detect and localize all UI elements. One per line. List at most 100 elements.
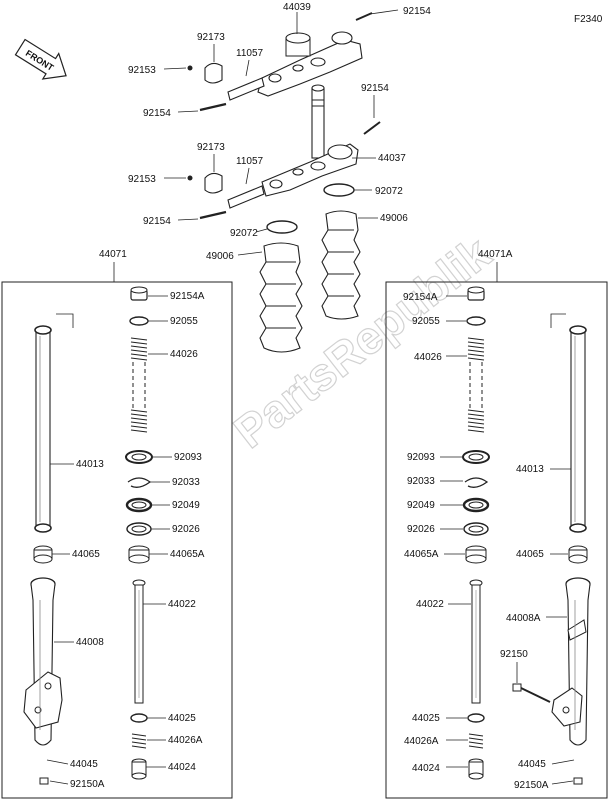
label-box-44071: 44071 — [99, 249, 127, 260]
label-92072-a: 92072 — [375, 186, 403, 197]
label-92049-right: 92049 — [407, 500, 435, 511]
label-44065-right: 44065 — [516, 549, 544, 560]
washer-92026-right — [463, 522, 489, 536]
lower-bracket-44037 — [261, 143, 359, 197]
label-44039: 44039 — [283, 2, 311, 13]
seal-92049-right — [462, 497, 490, 513]
bushing-44065A-left — [128, 545, 150, 564]
label-92093-left: 92093 — [174, 452, 202, 463]
diagram-code: F2340 — [574, 14, 603, 25]
ring-44025-left — [130, 713, 148, 723]
ring-44025-right — [467, 713, 485, 723]
label-44026-left: 44026 — [170, 349, 198, 360]
circlip-92033-right — [464, 477, 489, 488]
label-92026-right: 92026 — [407, 524, 435, 535]
label-44013-right: 44013 — [516, 464, 544, 475]
clamp-92173-upper — [204, 62, 223, 84]
bushing-44065A-right — [465, 545, 487, 564]
seal-92093-right — [462, 450, 490, 464]
spring-44026-right — [467, 337, 485, 433]
cap-bolt-92154A-left — [130, 286, 148, 301]
label-44026A-left: 44026A — [168, 735, 203, 746]
clamp-92173-lower — [204, 172, 223, 194]
label-92154-a: 92154 — [143, 108, 171, 119]
label-44065A-left: 44065A — [170, 549, 205, 560]
label-92072-b: 92072 — [230, 228, 258, 239]
label-92093-right: 92093 — [407, 452, 435, 463]
label-44024-left: 44024 — [168, 762, 196, 773]
bolt-92150A-right — [573, 777, 583, 785]
plate-11057-lower — [227, 185, 265, 209]
label-92154-c: 92154 — [143, 216, 171, 227]
spring-44026A-right — [468, 733, 484, 749]
clamp-92072-b — [266, 220, 298, 234]
label-92055-left: 92055 — [170, 316, 198, 327]
damper-rod-44022-right — [469, 579, 483, 704]
label-11057-b: 11057 — [236, 156, 264, 167]
piece-44024-right — [468, 758, 484, 780]
outer-tube-44013-right — [569, 325, 587, 533]
upper-bracket-44039 — [257, 31, 363, 97]
label-44025-left: 44025 — [168, 713, 196, 724]
clamp-92072-a — [323, 183, 355, 197]
label-92154-top: 92154 — [403, 6, 431, 17]
label-92026-left: 92026 — [172, 524, 200, 535]
fork-boot-49006-left — [259, 242, 303, 353]
bolt-92150-right — [512, 683, 551, 703]
outer-tube-44013-left — [34, 325, 52, 533]
label-92033-right: 92033 — [407, 476, 435, 487]
box-44071 — [1, 281, 233, 799]
lower-fork-44008A — [551, 577, 591, 746]
label-44045-right: 44045 — [518, 759, 546, 770]
label-44025-right: 44025 — [412, 713, 440, 724]
label-92033-left: 92033 — [172, 477, 200, 488]
label-92150-right: 92150 — [500, 649, 528, 660]
spring-44026-left — [130, 337, 148, 433]
label-92154-b: 92154 — [361, 83, 389, 94]
seal-92093-left — [125, 450, 153, 464]
oring-92055-left — [129, 316, 149, 326]
fork-boot-49006-right — [321, 210, 361, 320]
label-44022-left: 44022 — [168, 599, 196, 610]
label-49006-b: 49006 — [206, 251, 234, 262]
label-49006-a: 49006 — [380, 213, 408, 224]
label-44037: 44037 — [378, 153, 406, 164]
label-11057-a: 11057 — [236, 48, 264, 59]
bushing-44065-right — [568, 545, 588, 564]
label-44024-right: 44024 — [412, 763, 440, 774]
bushing-44065-left — [33, 545, 53, 564]
label-44022-right: 44022 — [416, 599, 444, 610]
plate-11057-upper — [227, 77, 265, 101]
label-92154A-left: 92154A — [170, 291, 205, 302]
label-44026-right: 44026 — [414, 352, 442, 363]
label-44013-left: 44013 — [76, 459, 104, 470]
box-44071A — [385, 281, 608, 799]
circlip-92033-left — [127, 477, 152, 488]
label-92153-b: 92153 — [128, 174, 156, 185]
label-box-44071A: 44071A — [478, 249, 513, 260]
label-92173-b: 92173 — [197, 142, 225, 153]
spring-44026A-left — [131, 733, 147, 749]
bolt-92154-top — [355, 12, 373, 21]
label-44026A-right: 44026A — [404, 736, 439, 747]
label-92049-left: 92049 — [172, 500, 200, 511]
label-92173-a: 92173 — [197, 32, 225, 43]
label-92150A-left: 92150A — [70, 779, 105, 790]
label-92154A-right: 92154A — [403, 292, 438, 303]
label-92153-a: 92153 — [128, 65, 156, 76]
bolt-92150A-left — [39, 777, 49, 785]
cap-bolt-92154A-right — [467, 286, 485, 301]
steering-stem — [311, 84, 325, 159]
label-44008: 44008 — [76, 637, 104, 648]
label-44008A: 44008A — [506, 613, 541, 624]
damper-rod-44022-left — [132, 579, 146, 704]
label-44045-left: 44045 — [70, 759, 98, 770]
label-44065-left: 44065 — [72, 549, 100, 560]
front-arrow-icon: FRONT — [14, 38, 67, 80]
piece-44024-left — [131, 758, 147, 780]
seal-92049-left — [125, 497, 153, 513]
washer-92026-left — [126, 522, 152, 536]
label-44065A-right: 44065A — [404, 549, 439, 560]
